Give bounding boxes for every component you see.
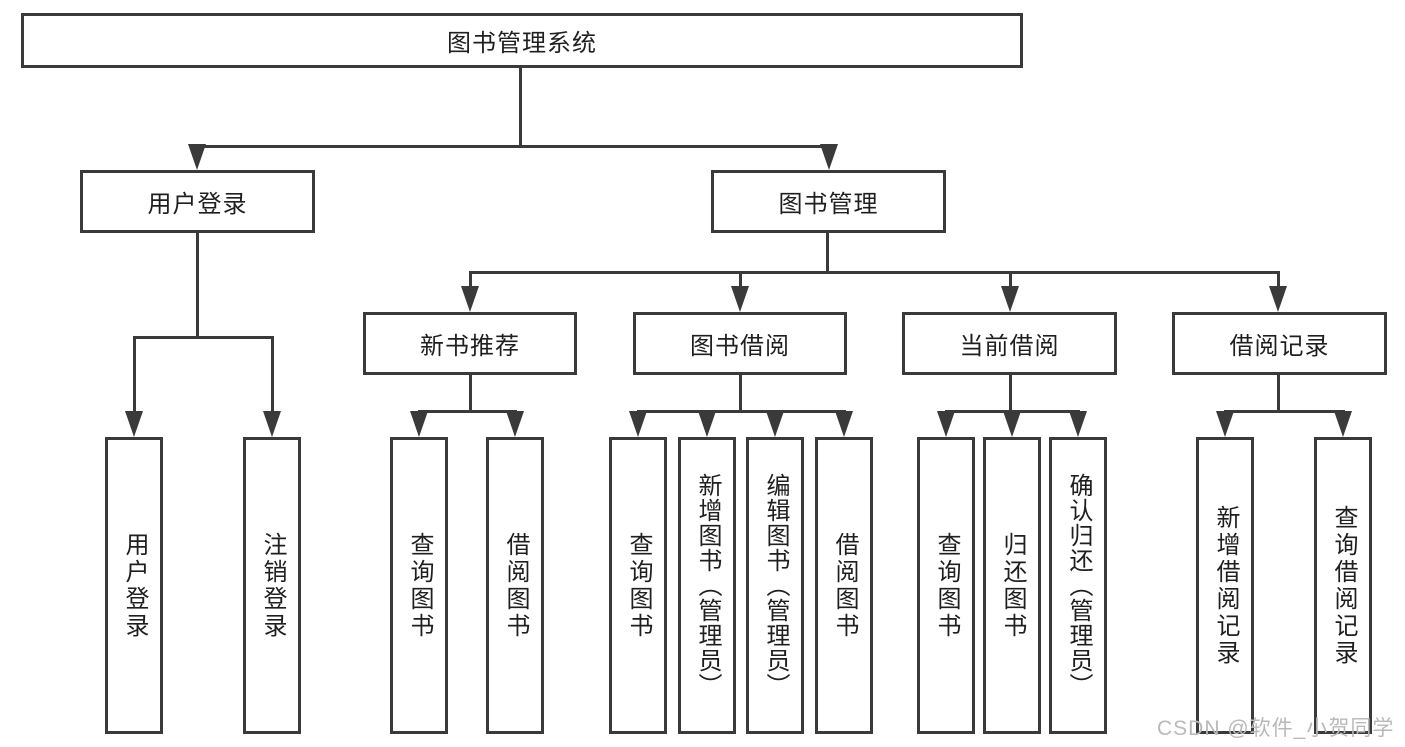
leaf-borrow-books-borrow: 借阅图书 <box>815 437 873 734</box>
leaf-logout: 注销登录 <box>243 437 301 734</box>
connector-book-borrow-stem <box>739 375 742 410</box>
arrowhead-to-add-book <box>698 411 716 437</box>
connector-drop-current-borrow <box>1009 271 1012 288</box>
leaf-add-book-admin: 新增图书（管理员） <box>678 437 736 734</box>
connector-borrow-records-stem <box>1277 375 1280 410</box>
leaf-add-borrow-record: 新增借阅记录 <box>1196 437 1254 734</box>
arrowhead-to-query-borrow-record <box>1334 411 1352 437</box>
leaf-user-login: 用户登录 <box>105 437 163 734</box>
leaf-borrow-books-recommend: 借阅图书 <box>486 437 544 734</box>
arrowhead-to-query-books-d <box>937 411 955 437</box>
connector-drop-book-borrow <box>739 271 742 288</box>
node-book-management: 图书管理 <box>711 170 946 233</box>
arrowhead-to-book-management <box>820 144 838 170</box>
connector-root-crossbar <box>196 145 831 148</box>
node-library-management-system: 图书管理系统 <box>21 13 1023 68</box>
connector-new-book-crossbar <box>418 410 517 413</box>
arrowhead-to-borrow-books-b <box>506 411 524 437</box>
connector-book-borrow-crossbar <box>637 410 846 413</box>
node-book-borrow: 图书借阅 <box>633 312 847 375</box>
connector-current-borrow-stem <box>1009 375 1012 410</box>
connector-drop-user-login-leaf <box>133 336 136 412</box>
connector-drop-new-book <box>469 271 472 288</box>
arrowhead-to-query-books-b <box>410 411 428 437</box>
arrowhead-to-return-book <box>1003 411 1021 437</box>
leaf-query-books-recommend: 查询图书 <box>390 437 448 734</box>
node-new-book-recommend: 新书推荐 <box>363 312 577 375</box>
node-borrow-records: 借阅记录 <box>1172 312 1387 375</box>
connector-book-management-stem <box>826 233 829 271</box>
leaf-query-books-current: 查询图书 <box>917 437 975 734</box>
connector-borrow-records-crossbar <box>1224 410 1345 413</box>
arrowhead-to-add-borrow-record <box>1216 411 1234 437</box>
node-current-borrow: 当前借阅 <box>902 312 1117 375</box>
leaf-edit-book-admin: 编辑图书（管理员） <box>746 437 804 734</box>
connector-drop-logout-leaf <box>271 336 274 412</box>
connector-book-management-crossbar <box>469 271 1280 274</box>
connector-root-stem <box>519 68 522 145</box>
leaf-query-borrow-record: 查询借阅记录 <box>1314 437 1372 734</box>
arrowhead-to-borrow-books-c <box>835 411 853 437</box>
arrowhead-to-current-borrow <box>1001 286 1019 312</box>
leaf-return-book: 归还图书 <box>983 437 1041 734</box>
connector-user-login-crossbar <box>133 336 274 339</box>
leaf-confirm-return-admin: 确认归还（管理员） <box>1049 437 1107 734</box>
arrowhead-to-leaf-logout <box>263 411 281 437</box>
arrowhead-to-user-login <box>188 144 206 170</box>
connector-drop-borrow-records <box>1277 271 1280 288</box>
connector-new-book-stem <box>469 375 472 410</box>
arrowhead-to-query-books-c <box>629 411 647 437</box>
connector-user-login-stem <box>196 233 199 336</box>
arrowhead-to-new-book-recommend <box>461 286 479 312</box>
leaf-query-books-borrow: 查询图书 <box>609 437 667 734</box>
arrowhead-to-borrow-records <box>1269 286 1287 312</box>
arrowhead-to-confirm-return <box>1069 411 1087 437</box>
node-user-login: 用户登录 <box>80 170 315 233</box>
csdn-watermark: CSDN @软件_小贺同学 <box>1157 717 1395 740</box>
arrowhead-to-book-borrow <box>731 286 749 312</box>
arrowhead-to-leaf-user-login <box>125 411 143 437</box>
arrowhead-to-edit-book <box>766 411 784 437</box>
